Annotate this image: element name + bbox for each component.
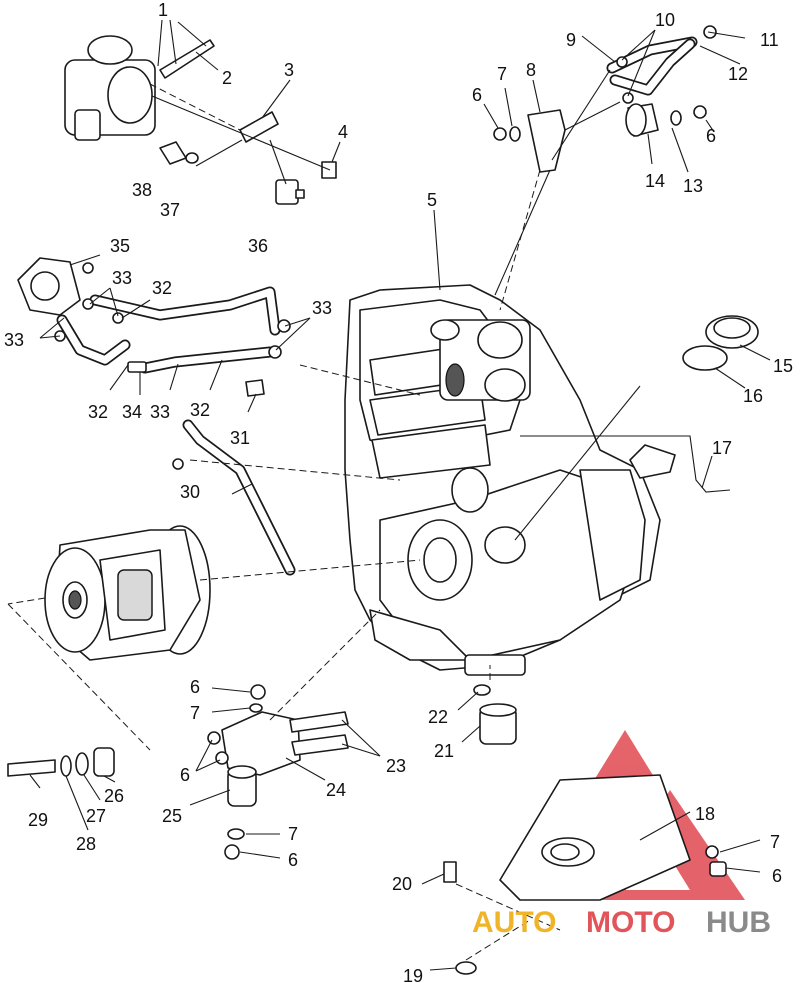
callout-24: 24: [326, 780, 346, 800]
callout-35: 35: [110, 236, 130, 256]
callout-8: 8: [526, 60, 536, 80]
nut-6-left: [493, 127, 507, 141]
bolt-23-upper: [289, 711, 349, 733]
callout-6-mid-left: 6: [180, 765, 190, 785]
bolt-29: [7, 759, 56, 777]
callout-33-right: 33: [312, 298, 332, 318]
callout-28: 28: [76, 834, 96, 854]
clip-31: [245, 379, 265, 397]
callout-27: 27: [86, 806, 106, 826]
callout-4: 4: [338, 122, 348, 142]
callout-32-left: 32: [88, 402, 108, 422]
callout-25: 25: [162, 806, 182, 826]
callout-7-mid: 7: [190, 703, 200, 723]
nut-6-bottom: [709, 861, 727, 877]
fuel-pump: [17, 257, 81, 316]
callout-10: 10: [655, 10, 675, 30]
callout-6-lower: 6: [288, 850, 298, 870]
bolt-23-lower: [291, 734, 349, 756]
mount-plate-18: [499, 774, 691, 901]
boot-15: [705, 315, 759, 349]
leader-lines: [7, 19, 771, 971]
callout-9: 9: [566, 30, 576, 50]
callout-7-lower: 7: [288, 824, 298, 844]
bolt-38: [159, 141, 187, 165]
washer-7-top: [509, 126, 521, 142]
callout-14: 14: [645, 171, 665, 191]
callout-26: 26: [104, 786, 124, 806]
callout-34: 34: [122, 402, 142, 422]
nut-6-top: [693, 105, 707, 119]
callout-15: 15: [773, 356, 793, 376]
callout-33-lower: 33: [150, 402, 170, 422]
callout-13: 13: [683, 176, 703, 196]
callout-6-mid: 6: [190, 677, 200, 697]
washer-13: [670, 110, 682, 126]
dipstick-17: [520, 435, 731, 493]
callout-11: 11: [760, 30, 779, 50]
mount-25: [227, 765, 257, 807]
mount-36: [275, 179, 305, 205]
callout-20: 20: [392, 874, 412, 894]
washer-28: [60, 755, 72, 777]
nut-19: [455, 961, 477, 975]
bracket-8: [527, 109, 566, 173]
callout-7-bottom-right: 7: [770, 832, 780, 852]
callout-7-top: 7: [497, 64, 507, 84]
callout-5: 5: [427, 190, 437, 210]
callout-29: 29: [28, 810, 48, 830]
callout-37: 37: [160, 200, 180, 220]
callout-3: 3: [284, 60, 294, 80]
watermark-moto: MOTO: [586, 906, 675, 939]
watermark-text: AUTO MOTO HUB: [472, 906, 771, 939]
callout-32-top: 32: [152, 278, 172, 298]
mount-bracket-24: [221, 711, 301, 776]
callout-30: 30: [180, 482, 200, 502]
mount-14: [625, 103, 659, 137]
callout-19: 19: [403, 966, 423, 983]
watermark-auto: AUTO: [472, 906, 556, 939]
callout-18: 18: [695, 804, 715, 824]
callout-23: 23: [386, 756, 406, 776]
callout-21: 21: [434, 741, 454, 761]
callout-17: 17: [712, 438, 732, 458]
spacer-26: [93, 747, 115, 777]
callout-2: 2: [222, 68, 232, 88]
engine-assembly: [344, 284, 676, 676]
callout-33-left: 33: [4, 330, 24, 350]
washer-27: [75, 752, 89, 776]
drive-clutch: [44, 525, 211, 661]
callout-22: 22: [428, 707, 448, 727]
mount-21: [479, 703, 517, 745]
clamp-16: [682, 345, 728, 371]
callout-33-upper: 33: [112, 268, 132, 288]
callout-38: 38: [132, 180, 152, 200]
callout-36: 36: [248, 236, 268, 256]
callout-6-top-left: 6: [472, 85, 482, 105]
callout-31: 31: [230, 428, 250, 448]
bolt-20: [443, 861, 457, 883]
callout-12: 12: [728, 64, 748, 84]
washer-7-bottom: [705, 845, 719, 859]
callout-1: 1: [158, 0, 168, 20]
watermark-hub: HUB: [706, 906, 771, 939]
throttle-bracket: [239, 111, 279, 143]
callout-32-right: 32: [190, 400, 210, 420]
washer-37: [185, 152, 199, 164]
carburetor: [64, 35, 215, 141]
callout-6-bottom-right: 6: [772, 866, 782, 886]
callout-labels: 1 2 3 4 5 6 6 6 6 6 6 7 7 7 7 8 9 10 11 …: [4, 0, 793, 983]
callout-16: 16: [743, 386, 763, 406]
callout-6-top-right: 6: [706, 126, 716, 146]
